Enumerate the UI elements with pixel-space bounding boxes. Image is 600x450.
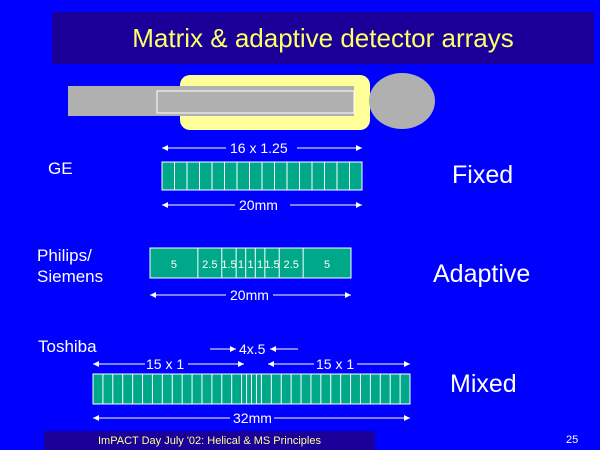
adaptive-cell-label: 1 [257, 259, 263, 271]
adaptive-cell-label: 5 [171, 259, 177, 271]
patient-head [369, 73, 435, 129]
adaptive-cell-label: 5 [324, 259, 330, 271]
adaptive-array-outline [149, 247, 352, 279]
vendor-ge: GE [48, 159, 73, 178]
adaptive-cell-label: 1 [247, 259, 253, 271]
toshiba-right-dim: 15 x 1 [316, 356, 355, 372]
adaptive-cell-label: 1.5 [264, 259, 279, 271]
adaptive-cell-label: 1 [238, 259, 244, 271]
type-adaptive: Adaptive [433, 260, 531, 288]
page-number: 25 [566, 434, 579, 446]
adaptive-bottom-dim: 20mm [230, 287, 269, 303]
slide-title: Matrix & adaptive detector arrays [132, 22, 514, 53]
ge-top-dim: 16 x 1.25 [230, 140, 288, 156]
adaptive-cell-label: 1.5 [221, 259, 236, 271]
toshiba-center-dim: 4x.5 [239, 341, 266, 357]
vendor-philips-siemens: Philips/ Siemens [37, 246, 104, 286]
footer-bar: ImPACT Day July '02: Helical & MS Princi… [44, 431, 375, 450]
ge-bottom-dim: 20mm [239, 197, 278, 213]
vendor-toshiba: Toshiba [38, 337, 97, 356]
type-fixed: Fixed [452, 161, 514, 189]
title-bar: Matrix & adaptive detector arrays [52, 12, 594, 64]
toshiba-bottom-dim: 32mm [233, 410, 272, 426]
table-outline [156, 90, 355, 114]
toshiba-left-dim: 15 x 1 [146, 356, 185, 372]
type-mixed: Mixed [450, 370, 517, 398]
footer-text: ImPACT Day July '02: Helical & MS Princi… [98, 434, 321, 447]
adaptive-cell-label: 2.5 [202, 259, 217, 271]
adaptive-cell-label: 2.5 [284, 259, 299, 271]
